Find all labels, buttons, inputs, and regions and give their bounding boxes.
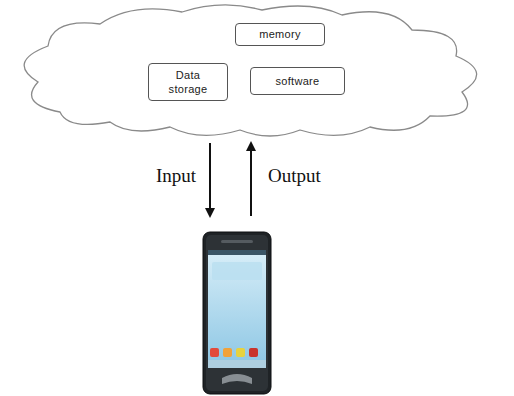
- smartphone: [203, 232, 271, 394]
- output-arrow: [250, 143, 252, 216]
- cloud-outline: [24, 5, 476, 136]
- input-arrow: [209, 143, 211, 216]
- component-label: software: [276, 74, 320, 88]
- component-box: Data storage: [148, 63, 228, 101]
- component-box: memory: [235, 23, 325, 46]
- component-label: Data storage: [155, 68, 221, 97]
- arrow-label: Input: [156, 165, 196, 187]
- component-label: memory: [259, 27, 301, 41]
- arrow-label: Output: [268, 165, 321, 187]
- component-box: software: [250, 67, 345, 95]
